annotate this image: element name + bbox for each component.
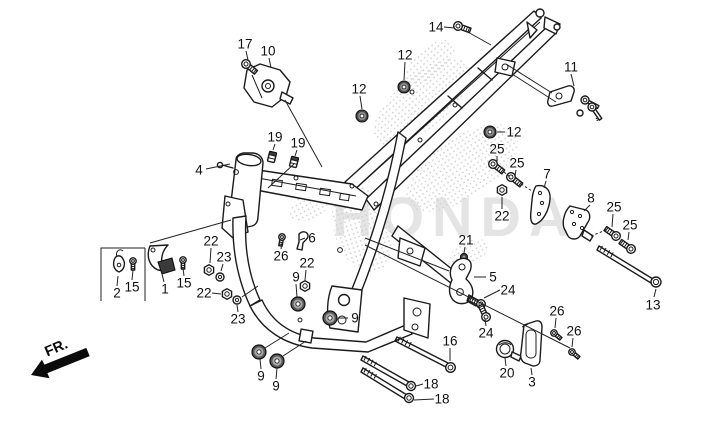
part-callout-5: 5: [489, 270, 497, 285]
part-callout-26: 26: [566, 324, 581, 339]
leader-line-14: [443, 26, 456, 29]
part-callout-24: 24: [500, 283, 516, 298]
leader-line-17: [245, 50, 249, 61]
part-callout-14: 14: [428, 20, 444, 35]
leader-line-24: [484, 318, 487, 327]
leader-line-3: [530, 367, 533, 376]
leader-line-13: [653, 288, 657, 298]
part-callout-1: 1: [161, 282, 169, 297]
part-callout-9: 9: [257, 369, 265, 384]
part-callout-16: 16: [442, 334, 457, 349]
leader-line-20: [504, 357, 507, 367]
leader-line-11: [570, 73, 575, 87]
part-callout-9: 9: [292, 270, 300, 285]
part-callout-6: 6: [308, 231, 316, 246]
part-callout-8: 8: [587, 191, 595, 206]
leader-line-2: [116, 275, 119, 287]
leader-line-4: [205, 163, 231, 170]
leader-line-22: [211, 292, 222, 295]
part-callout-19: 19: [267, 130, 282, 145]
part-callout-12: 12: [397, 48, 412, 63]
part-callout-10: 10: [260, 44, 275, 59]
leader-line-12: [403, 61, 406, 81]
part-callout-18: 18: [434, 392, 449, 407]
part-callout-18: 18: [423, 377, 438, 392]
frame-artwork: [216, 8, 561, 353]
part-callout-3: 3: [528, 375, 536, 390]
leader-line-18: [413, 398, 435, 401]
detached-parts: [112, 19, 662, 404]
leader-line-24: [483, 289, 501, 299]
leader-line-15: [182, 267, 185, 277]
leader-line-7: [543, 180, 547, 189]
part-callout-11: 11: [564, 60, 578, 75]
leader-line-23: [236, 304, 239, 313]
leader-line-26: [280, 242, 283, 250]
leader-line-25: [611, 213, 614, 228]
part-callout-22: 22: [196, 286, 211, 301]
leader-line-8: [583, 204, 591, 212]
reference-lines: [100, 30, 607, 357]
part-callout-13: 13: [645, 298, 660, 313]
part-callout-22: 22: [203, 234, 218, 249]
part-callout-2: 2: [113, 286, 121, 301]
leader-line-22: [304, 269, 307, 281]
leader-line-19: [294, 149, 298, 157]
part-callout-9: 9: [272, 379, 280, 394]
leader-line-9: [295, 283, 298, 298]
leader-line-25: [627, 231, 630, 241]
leader-line-10: [268, 57, 272, 69]
part-callout-26: 26: [273, 249, 288, 264]
part-callout-25: 25: [489, 142, 504, 157]
part-callout-17: 17: [237, 37, 252, 52]
part-callout-26: 26: [549, 304, 564, 319]
part-callout-23: 23: [216, 250, 231, 265]
part-callout-25: 25: [509, 156, 524, 171]
leader-line-22: [209, 247, 212, 264]
leader-line-26: [571, 337, 574, 348]
part-callout-15: 15: [176, 276, 191, 291]
leader-line-19: [272, 143, 276, 151]
part-callout-19: 19: [290, 136, 305, 151]
part-callout-25: 25: [622, 218, 637, 233]
leader-line-6: [299, 237, 306, 241]
fr-direction-arrow: FR.: [31, 336, 90, 379]
part-callout-24: 24: [478, 326, 494, 341]
part-callout-25: 25: [606, 200, 621, 215]
part-callout-7: 7: [543, 167, 551, 182]
honda-watermark: HONDA: [289, 39, 569, 273]
leader-line-9: [275, 367, 278, 380]
part-callout-12: 12: [506, 125, 521, 140]
part-callout-22: 22: [494, 209, 509, 224]
part-callout-4: 4: [195, 163, 203, 178]
leader-line-26: [554, 317, 557, 329]
part-callout-21: 21: [458, 233, 473, 248]
part-callout-20: 20: [499, 366, 514, 381]
leader-line-23: [220, 263, 224, 272]
leader-line-9: [259, 358, 262, 370]
part-callout-22: 22: [299, 256, 314, 271]
leader-line-21: [463, 246, 466, 254]
part-callout-15: 15: [124, 280, 139, 295]
part-callout-9: 9: [351, 311, 359, 326]
leader-line-1: [161, 273, 165, 283]
leader-line-25: [514, 169, 517, 177]
part-callout-23: 23: [230, 312, 245, 327]
leader-line-15: [131, 269, 134, 281]
leader-line-12: [359, 95, 363, 110]
part-callout-12: 12: [351, 82, 366, 97]
leader-line-18: [415, 383, 424, 387]
